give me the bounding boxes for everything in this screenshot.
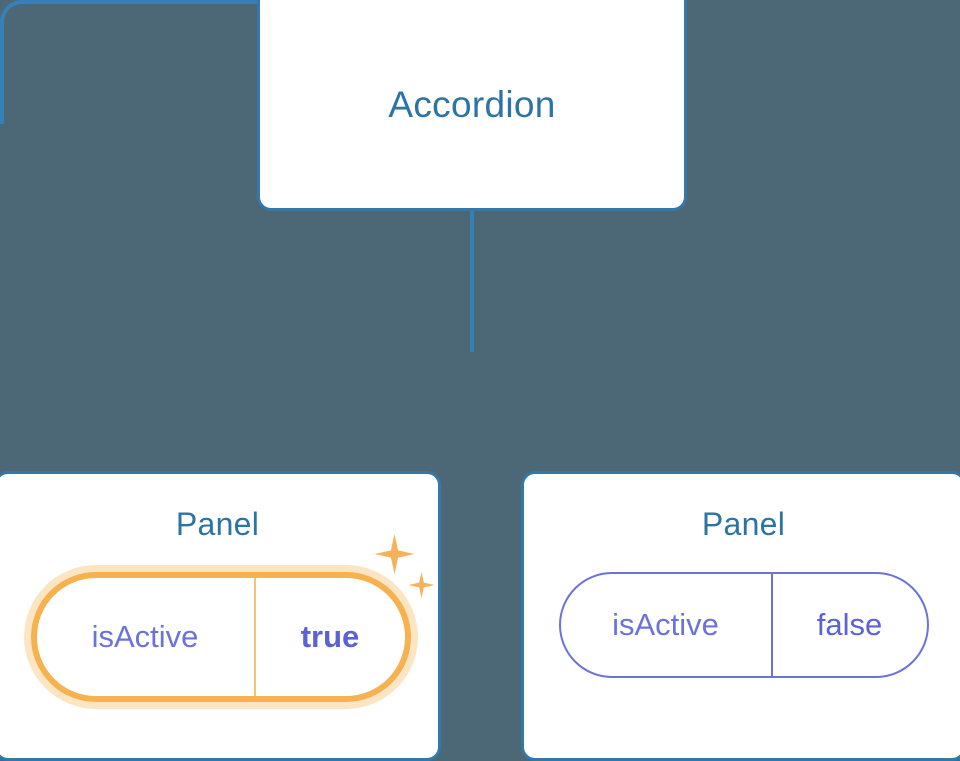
prop-key-label: isActive — [37, 578, 256, 696]
prop-value-label: true — [300, 619, 360, 654]
node-panel-active[interactable]: Panel isActive true — [0, 471, 441, 761]
sparkle-icon-small — [408, 572, 435, 598]
prop-key-label: isActive — [561, 574, 773, 676]
prop-pill-isactive-true[interactable]: isActive true — [30, 534, 435, 702]
node-accordion[interactable]: Accordion — [257, 0, 687, 211]
node-panel-inactive[interactable]: Panel isActive false — [521, 471, 960, 761]
prop-value-label: false — [816, 607, 883, 642]
node-accordion-title: Accordion — [388, 83, 556, 125]
sparkle-icon-large — [374, 534, 415, 574]
prop-pill-isactive-false[interactable]: isActive false — [558, 572, 929, 678]
connector-root-to-branch — [470, 210, 474, 352]
node-panel-active-title: Panel — [175, 506, 260, 542]
node-panel-inactive-title: Panel — [701, 506, 786, 542]
